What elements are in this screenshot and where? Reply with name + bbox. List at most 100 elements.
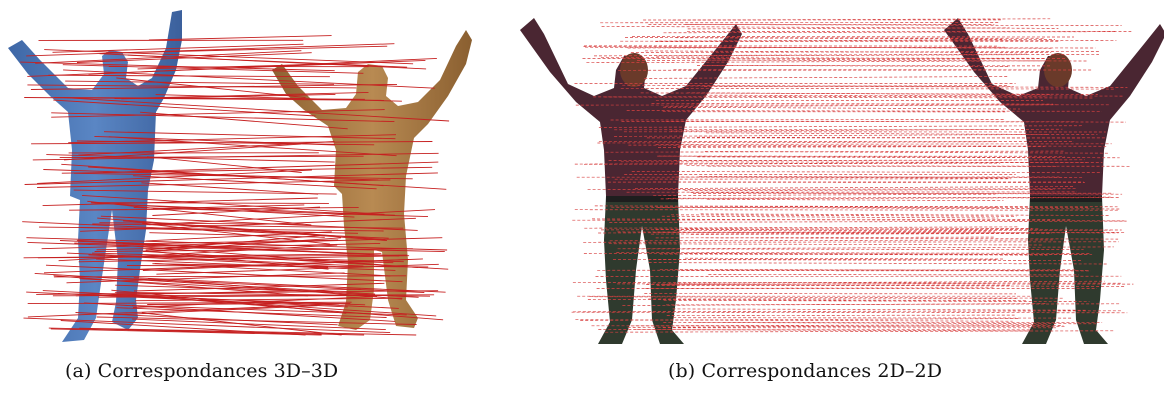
match-line bbox=[669, 280, 1105, 284]
arrow-line bbox=[50, 328, 322, 336]
match-line bbox=[655, 39, 1117, 43]
arrow-line bbox=[103, 131, 396, 140]
arrow-line bbox=[27, 84, 357, 89]
arrow-line bbox=[73, 189, 337, 195]
match-line bbox=[674, 159, 1085, 162]
match-line bbox=[593, 95, 1046, 98]
arrow-line bbox=[31, 141, 433, 145]
arrow-line bbox=[141, 182, 319, 195]
arrow-line bbox=[68, 134, 397, 144]
arrow-line bbox=[147, 250, 329, 270]
arrow-line bbox=[80, 227, 359, 234]
match-line bbox=[572, 310, 1122, 313]
arrow-line bbox=[133, 282, 385, 292]
arrow-line bbox=[100, 215, 418, 231]
arrow-line bbox=[26, 291, 348, 308]
match-line bbox=[607, 181, 1085, 183]
match-line bbox=[584, 226, 1019, 229]
match-line bbox=[656, 231, 1052, 234]
arrow-line bbox=[132, 318, 386, 331]
arrow-line bbox=[81, 194, 385, 215]
arrow-line bbox=[66, 252, 364, 267]
match-line bbox=[663, 322, 1098, 325]
arrow-line bbox=[63, 69, 435, 89]
match-line bbox=[663, 282, 997, 286]
arrow-line bbox=[46, 154, 335, 163]
match-line bbox=[617, 231, 1119, 234]
match-line bbox=[661, 215, 999, 219]
match-line bbox=[609, 239, 1056, 242]
match-line bbox=[666, 314, 1015, 316]
arrow-line bbox=[51, 112, 395, 123]
arrow-line bbox=[24, 172, 438, 185]
match-line bbox=[666, 303, 1120, 306]
arrow-line bbox=[53, 275, 308, 297]
caption-b-text: Correspondances 2D–2D bbox=[701, 360, 943, 382]
match-line bbox=[605, 150, 1064, 153]
match-line bbox=[587, 188, 1076, 191]
arrow-line bbox=[62, 64, 364, 74]
arrow-line bbox=[99, 53, 427, 70]
arrow-line bbox=[96, 316, 417, 325]
match-line bbox=[622, 84, 1014, 87]
arrow-line bbox=[141, 312, 342, 336]
match-line bbox=[641, 248, 1084, 251]
match-line bbox=[630, 324, 1048, 327]
arrow-line bbox=[92, 252, 404, 263]
match-line bbox=[684, 189, 1055, 192]
arrow-line bbox=[154, 263, 391, 277]
arrow-line bbox=[149, 209, 436, 226]
match-line bbox=[600, 57, 1045, 59]
match-line bbox=[685, 85, 1128, 88]
match-line bbox=[705, 237, 1119, 240]
match-line bbox=[574, 209, 1120, 211]
match-line bbox=[664, 104, 1060, 108]
arrow-line bbox=[48, 327, 365, 336]
arrow-line bbox=[120, 204, 395, 216]
match-line bbox=[631, 171, 1102, 173]
match-line bbox=[608, 243, 1044, 246]
panel-3d-correspondences: (a)Correspondances 3D–3D bbox=[0, 0, 560, 394]
match-line bbox=[627, 325, 1064, 328]
match-line bbox=[687, 27, 1010, 30]
match-line bbox=[627, 46, 1006, 49]
correspondence-lines-2d bbox=[571, 18, 1134, 333]
match-line bbox=[572, 281, 1122, 284]
arrow-line bbox=[102, 161, 439, 174]
arrow-line bbox=[61, 166, 433, 174]
match-line bbox=[706, 132, 1098, 136]
arrow-line bbox=[88, 166, 447, 190]
arrow-line bbox=[123, 220, 388, 242]
arrow-line bbox=[133, 175, 377, 190]
arrow-line bbox=[45, 264, 403, 283]
arrow-line bbox=[85, 276, 425, 293]
match-line bbox=[700, 213, 1111, 216]
match-line bbox=[684, 252, 1093, 256]
match-line bbox=[612, 259, 1082, 261]
arrow-line bbox=[99, 222, 304, 225]
match-line bbox=[675, 176, 1010, 179]
match-line bbox=[703, 85, 1008, 87]
arrow-line bbox=[114, 291, 431, 297]
arrow-line bbox=[44, 49, 414, 65]
arrow-line bbox=[63, 97, 450, 122]
match-line bbox=[656, 54, 1099, 57]
match-line bbox=[583, 46, 1054, 49]
arrow-line bbox=[97, 217, 386, 241]
arrow-line bbox=[108, 136, 397, 157]
arrow-line bbox=[23, 317, 391, 334]
match-line bbox=[597, 141, 996, 144]
match-line bbox=[583, 241, 1119, 243]
arrow-line bbox=[51, 109, 385, 118]
match-line bbox=[645, 287, 995, 289]
match-line bbox=[684, 257, 1004, 260]
match-line bbox=[646, 284, 1127, 287]
match-line bbox=[631, 36, 1075, 38]
arrow-line bbox=[52, 43, 304, 53]
match-line bbox=[707, 198, 1004, 202]
arrow-line bbox=[133, 277, 446, 293]
arrow-line bbox=[76, 52, 312, 63]
match-line bbox=[634, 186, 1074, 189]
correspondence-arrows-3d bbox=[20, 35, 450, 336]
match-line bbox=[630, 51, 1101, 53]
